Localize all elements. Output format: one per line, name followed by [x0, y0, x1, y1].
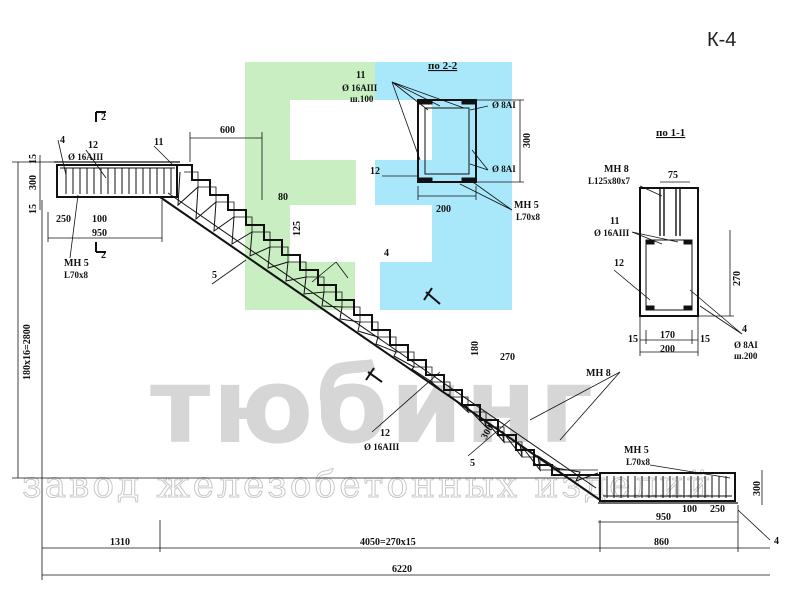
label-l70-upper: L70x8	[64, 270, 89, 280]
s11-label-l125: L125x80x7	[588, 176, 631, 186]
label-pos-12-lower: 12	[380, 428, 390, 439]
dim-15-top: 15	[28, 154, 39, 164]
section-2-2-drawing	[382, 81, 524, 211]
label-pos-12-upper: 12	[88, 140, 98, 151]
s22-label-l70: L70x8	[516, 212, 541, 222]
section-cut-markers	[95, 111, 441, 383]
s11-label-mn8: МН 8	[604, 164, 629, 175]
label-pos-4-mid: 4	[384, 248, 389, 259]
dim-1310: 1310	[110, 537, 130, 548]
s22-label-step100: ш.100	[350, 94, 374, 104]
s22-dim-300: 300	[522, 133, 533, 148]
s22-label-d8-top: Ø 8AI	[492, 100, 516, 110]
label-mn5-lower: МН 5	[624, 445, 649, 456]
dim-6220: 6220	[392, 564, 412, 575]
dimension-lines	[12, 132, 770, 580]
s11-dim-200: 200	[660, 344, 675, 355]
section-1-1-title: по 1-1	[656, 127, 685, 139]
dim-600: 600	[220, 125, 235, 136]
dim-250-left: 250	[56, 214, 71, 225]
dim-100-right: 100	[682, 504, 697, 515]
label-pos-11-upper: 11	[154, 137, 163, 148]
section-2-2-title: по 2-2	[428, 60, 458, 72]
dim-860: 860	[654, 537, 669, 548]
label-l70-lower: L70x8	[626, 457, 651, 467]
s11-dim-15-left: 15	[628, 334, 638, 345]
s22-label-d16: Ø 16AIII	[342, 83, 378, 93]
s11-label-4: 4	[742, 324, 747, 335]
label-pos-5-upper: 5	[212, 270, 217, 281]
s11-label-d16: Ø 16AIII	[594, 228, 630, 238]
dim-180: 180	[470, 341, 481, 356]
dim-100-left: 100	[92, 214, 107, 225]
cut-mark-top: 2	[101, 112, 106, 123]
drawing-code: К-4	[707, 29, 736, 51]
dim-270: 270	[500, 352, 515, 363]
s22-label-mn5: МН 5	[514, 200, 539, 211]
s11-dim-170: 170	[660, 330, 675, 341]
label-d16-upper: Ø 16AIII	[68, 152, 104, 162]
label-pos-5-lower: 5	[470, 458, 475, 469]
leader-lines	[57, 139, 771, 541]
flight-soffit	[159, 196, 601, 501]
s22-label-d8-bottom: Ø 8AI	[492, 164, 516, 174]
label-mn8-main: МН 8	[586, 368, 611, 379]
dim-950-right: 950	[656, 512, 671, 523]
section-1-1-drawing	[613, 181, 743, 356]
s22-dim-200: 200	[436, 204, 451, 215]
watermark-logo	[245, 62, 512, 310]
s11-dim-270: 270	[732, 271, 743, 286]
dim-250-right: 250	[710, 504, 725, 515]
dim-300-right: 300	[752, 481, 763, 496]
watermark-brand: тюбинг	[150, 345, 595, 467]
stair-elevation	[54, 161, 738, 504]
dim-300-left: 300	[28, 175, 39, 190]
dim-4050: 4050=270x15	[360, 537, 416, 548]
lower-landing	[599, 472, 736, 502]
s11-label-d8: Ø 8AI	[734, 340, 758, 350]
watermark-tagline: завод железобетонных изделий	[22, 465, 713, 506]
dim-125: 125	[292, 221, 303, 236]
s22-label-12: 12	[370, 166, 380, 177]
dim-950-left: 950	[92, 228, 107, 239]
dim-total-height: 180x16=2800	[22, 324, 33, 380]
cut-mark-bottom: 2	[101, 250, 106, 261]
s11-label-12: 12	[614, 258, 624, 269]
s11-label-11: 11	[610, 216, 619, 227]
s11-dim-75: 75	[668, 170, 678, 181]
label-pos-4-upper: 4	[60, 135, 65, 146]
label-mn5-upper: МН 5	[64, 258, 89, 269]
s11-label-step200: ш.200	[734, 351, 758, 361]
flight-steps	[177, 164, 601, 476]
upper-landing	[56, 164, 178, 198]
label-pos-4-lower: 4	[774, 536, 779, 547]
dim-15-bottom: 15	[28, 204, 39, 214]
dim-80: 80	[278, 192, 288, 203]
label-d16-lower: Ø 16AIII	[364, 442, 400, 452]
s11-dim-15-right: 15	[700, 334, 710, 345]
s22-label-11: 11	[356, 70, 365, 81]
